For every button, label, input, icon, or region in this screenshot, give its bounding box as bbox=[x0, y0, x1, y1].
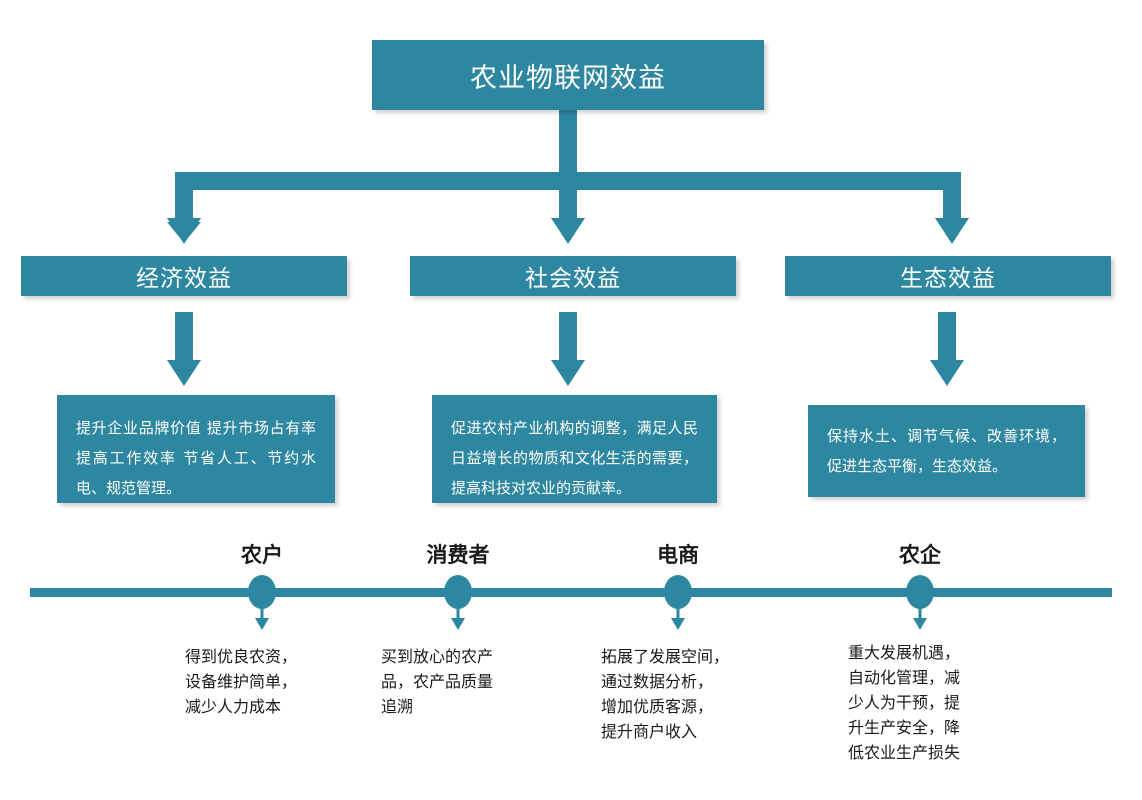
timeline-pin-2 bbox=[664, 575, 692, 609]
timeline-pin-3-stem bbox=[918, 600, 922, 624]
timeline-pin-1-head bbox=[451, 618, 465, 630]
branch-description-text: 促进农村产业机构的调整，满足人民日益增长的物质和文化生活的需要，提高科技对农业的… bbox=[451, 419, 698, 497]
stakeholder-label-agribusiness: 农企 bbox=[899, 543, 941, 567]
branch-arrow-right-shaft bbox=[943, 190, 961, 222]
branch-description-box-social: 促进农村产业机构的调整，满足人民日益增长的物质和文化生活的需要，提高科技对农业的… bbox=[432, 395, 717, 503]
branch-description-box-economic: 提升企业品牌价值 提升市场占有率 提高工作效率 节省人工、节约水电、规范管理。 bbox=[57, 395, 335, 503]
timeline-pin-0-head bbox=[255, 618, 269, 630]
branch-heading-label: 经济效益 bbox=[136, 266, 232, 292]
desc-arrow-0-shaft bbox=[175, 312, 193, 364]
stakeholder-label-ecommerce: 电商 bbox=[657, 543, 699, 567]
stakeholder-benefit-consumer: 买到放心的农产 品，农产品质量 追溯 bbox=[381, 647, 494, 716]
timeline-pin-3 bbox=[906, 575, 934, 609]
distribution-bar bbox=[175, 172, 961, 190]
desc-arrow-1-shaft bbox=[559, 312, 577, 364]
branch-arrow-middle-shaft bbox=[559, 190, 577, 222]
branch-arrow-right-head bbox=[935, 218, 969, 244]
desc-arrow-1-head bbox=[551, 360, 585, 386]
diagram-title: 农业物联网效益 bbox=[470, 62, 666, 94]
branch-description-text: 保持水土、调节气候、改善环境，促进生态平衡，生态效益。 bbox=[827, 427, 1066, 475]
branch-description-text: 提升企业品牌价值 提升市场占有率 提高工作效率 节省人工、节约水电、规范管理。 bbox=[76, 419, 316, 497]
branch-arrow-left bbox=[167, 190, 201, 243]
diagram-title-box: 农业物联网效益 bbox=[372, 40, 764, 110]
branch-heading-box-social: 社会效益 bbox=[410, 256, 736, 296]
desc-arrow-2-shaft bbox=[938, 312, 956, 364]
branch-heading-label: 社会效益 bbox=[525, 266, 621, 292]
title-stem bbox=[559, 110, 577, 172]
timeline-pin-1-stem bbox=[456, 600, 460, 624]
branch-heading-box-economic: 经济效益 bbox=[21, 256, 347, 296]
timeline-pin-2-head bbox=[671, 618, 685, 630]
timeline-pin-0-stem bbox=[260, 600, 264, 624]
timeline-pin-3-head bbox=[913, 618, 927, 630]
desc-arrow-0-head bbox=[167, 360, 201, 386]
timeline-axis bbox=[30, 588, 1112, 597]
stakeholder-label-farmer: 农户 bbox=[241, 543, 283, 567]
stakeholder-benefit-farmer: 得到优良农资， 设备维护简单， 减少人力成本 bbox=[185, 647, 298, 716]
stakeholder-benefit-agribusiness: 重大发展机遇， 自动化管理，减 少人为干预，提 升生产安全，降 低农业生产损失 bbox=[848, 643, 961, 762]
stakeholder-benefit-ecommerce: 拓展了发展空间， 通过数据分析， 增加优质客源， 提升商户收入 bbox=[601, 647, 730, 741]
timeline-pin-1 bbox=[444, 575, 472, 609]
branch-arrow-middle-head bbox=[551, 218, 585, 244]
desc-arrow-2-head bbox=[930, 360, 964, 386]
branch-heading-label: 生态效益 bbox=[900, 266, 996, 292]
branch-description-box-ecological: 保持水土、调节气候、改善环境，促进生态平衡，生态效益。 bbox=[808, 405, 1085, 497]
timeline-pin-2-stem bbox=[676, 600, 680, 624]
stakeholder-label-consumer: 消费者 bbox=[426, 543, 490, 567]
timeline-pin-0 bbox=[248, 575, 276, 609]
branch-heading-box-ecological: 生态效益 bbox=[785, 256, 1111, 296]
